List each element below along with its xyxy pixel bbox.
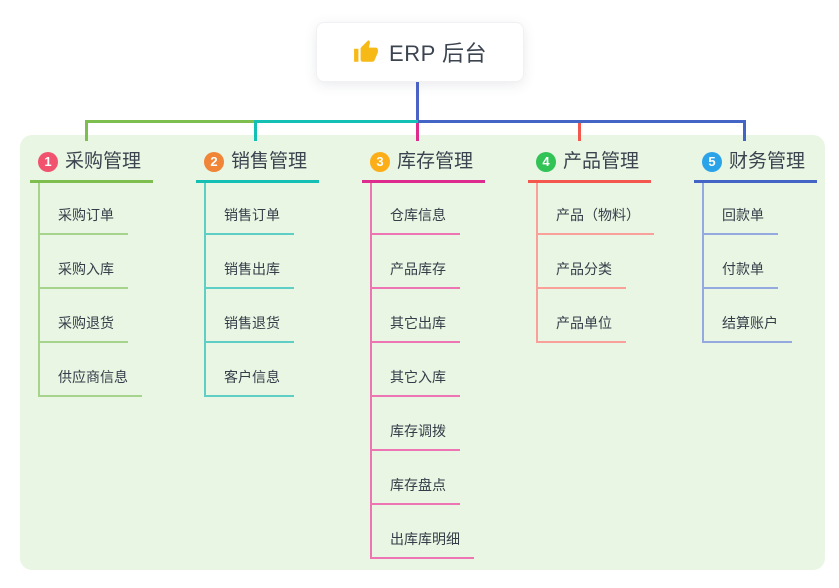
root-title: ERP 后台 <box>389 41 487 66</box>
child-label: 销售退货 <box>206 314 294 343</box>
child-label: 产品单位 <box>538 314 626 343</box>
branch-children-group: 回款单 付款单 结算账户 <box>702 183 817 343</box>
child-label: 回款单 <box>704 206 778 235</box>
child-label: 库存盘点 <box>372 476 460 505</box>
branch-number-badge: 5 <box>702 152 722 172</box>
child-node[interactable]: 客户信息 <box>206 343 319 397</box>
child-label: 其它入库 <box>372 368 460 397</box>
branch-children-group: 仓库信息 产品库存 其它出库 其它入库 库存调拨 库存盘点 出库库明细 <box>370 183 485 559</box>
child-node[interactable]: 供应商信息 <box>40 343 153 397</box>
child-node[interactable]: 产品（物料） <box>538 183 654 235</box>
branch-title: 销售管理 <box>231 151 308 172</box>
bus-segment-finance <box>418 120 746 123</box>
branch-column: 1 采购管理 采购订单 采购入库 采购退货 供应商信息 <box>30 150 154 397</box>
child-node[interactable]: 销售退货 <box>206 289 319 343</box>
bus-segment-purchase <box>85 120 256 123</box>
bus-segment-sales <box>254 120 418 123</box>
branch-node[interactable]: 3 库存管理 <box>362 150 486 183</box>
branch-column: 2 销售管理 销售订单 销售出库 销售退货 客户信息 <box>196 150 320 397</box>
branch-title: 财务管理 <box>729 151 806 172</box>
child-node[interactable]: 采购订单 <box>40 183 153 235</box>
child-label: 采购订单 <box>40 206 128 235</box>
branch-number-badge: 1 <box>38 152 58 172</box>
drop-line-sales <box>254 120 257 141</box>
child-label: 结算账户 <box>704 314 792 343</box>
branch-node[interactable]: 2 销售管理 <box>196 150 320 183</box>
root-stem-line <box>416 82 419 121</box>
branch-column: 4 产品管理 产品（物料） 产品分类 产品单位 <box>528 150 654 343</box>
child-label: 其它出库 <box>372 314 460 343</box>
group-panel: 1 采购管理 采购订单 采购入库 采购退货 供应商信息 2 销售管理 销售订单 … <box>20 135 825 570</box>
child-node[interactable]: 产品单位 <box>538 289 654 343</box>
thumbs-up-icon <box>354 40 378 62</box>
child-label: 产品（物料） <box>538 206 654 235</box>
branch-children-group: 采购订单 采购入库 采购退货 供应商信息 <box>38 183 153 397</box>
child-label: 产品分类 <box>538 260 626 289</box>
child-label: 采购入库 <box>40 260 128 289</box>
branch-title: 产品管理 <box>563 151 640 172</box>
child-label: 客户信息 <box>206 368 294 397</box>
branch-title: 采购管理 <box>65 151 142 172</box>
branch-column: 3 库存管理 仓库信息 产品库存 其它出库 其它入库 库存调拨 库存盘点 出库库… <box>362 150 486 559</box>
child-label: 销售订单 <box>206 206 294 235</box>
child-label: 产品库存 <box>372 260 460 289</box>
child-node[interactable]: 其它入库 <box>372 343 485 397</box>
child-node[interactable]: 库存调拨 <box>372 397 485 451</box>
branch-node[interactable]: 1 采购管理 <box>30 150 154 183</box>
child-label: 库存调拨 <box>372 422 460 451</box>
child-label: 采购退货 <box>40 314 128 343</box>
child-label: 仓库信息 <box>372 206 460 235</box>
child-label: 付款单 <box>704 260 778 289</box>
branch-number-badge: 4 <box>536 152 556 172</box>
branch-node[interactable]: 5 财务管理 <box>694 150 818 183</box>
branch-number-badge: 2 <box>204 152 224 172</box>
branch-node[interactable]: 4 产品管理 <box>528 150 652 183</box>
child-label: 供应商信息 <box>40 368 142 397</box>
drop-line-product <box>578 123 581 141</box>
drop-line-purchase <box>85 120 88 141</box>
child-node[interactable]: 其它出库 <box>372 289 485 343</box>
child-node[interactable]: 产品库存 <box>372 235 485 289</box>
child-node[interactable]: 销售出库 <box>206 235 319 289</box>
child-node[interactable]: 结算账户 <box>704 289 817 343</box>
child-node[interactable]: 仓库信息 <box>372 183 485 235</box>
drop-line-finance <box>743 120 746 141</box>
child-node[interactable]: 采购退货 <box>40 289 153 343</box>
child-node[interactable]: 出库库明细 <box>372 505 485 559</box>
branch-number-badge: 3 <box>370 152 390 172</box>
child-node[interactable]: 付款单 <box>704 235 817 289</box>
child-node[interactable]: 库存盘点 <box>372 451 485 505</box>
drop-line-inventory <box>416 123 419 141</box>
child-label: 出库库明细 <box>372 530 474 559</box>
branch-children-group: 销售订单 销售出库 销售退货 客户信息 <box>204 183 319 397</box>
child-node[interactable]: 产品分类 <box>538 235 654 289</box>
child-node[interactable]: 采购入库 <box>40 235 153 289</box>
child-node[interactable]: 销售订单 <box>206 183 319 235</box>
root-node[interactable]: ERP 后台 <box>316 22 524 82</box>
branch-title: 库存管理 <box>397 151 474 172</box>
child-node[interactable]: 回款单 <box>704 183 817 235</box>
child-label: 销售出库 <box>206 260 294 289</box>
branch-children-group: 产品（物料） 产品分类 产品单位 <box>536 183 654 343</box>
branch-column: 5 财务管理 回款单 付款单 结算账户 <box>694 150 818 343</box>
